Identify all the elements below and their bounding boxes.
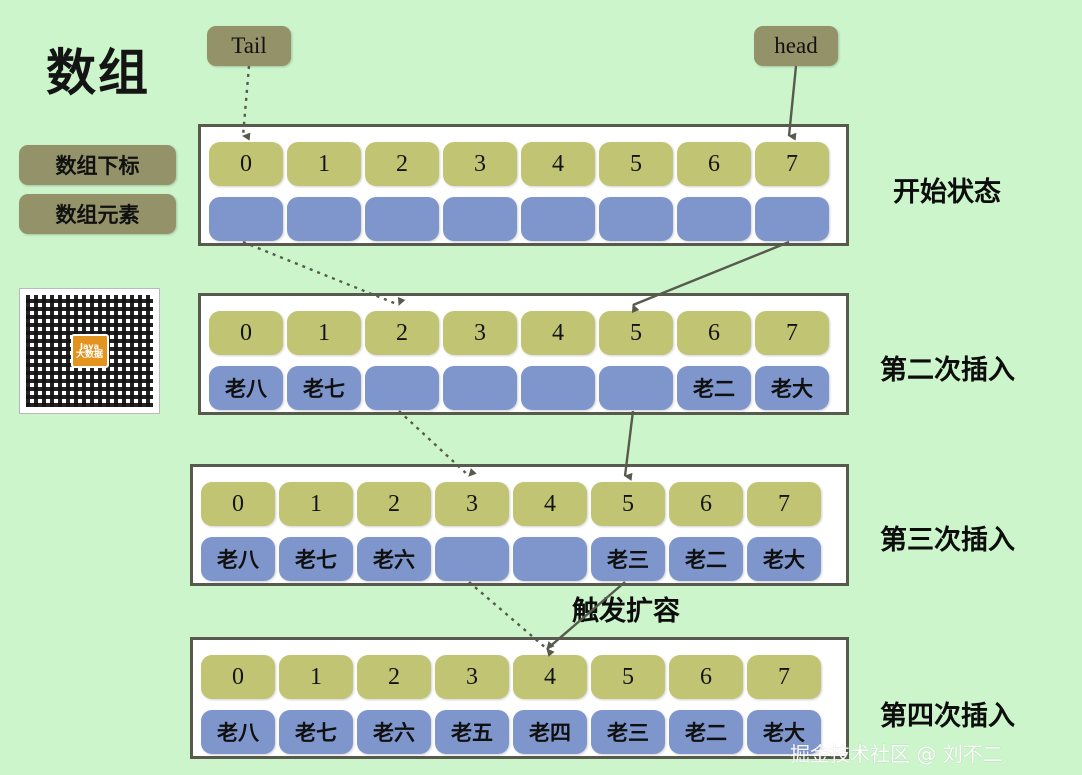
qr-logo-line2: 大数据: [75, 349, 103, 360]
index-cell: 5: [599, 311, 673, 355]
element-cell: 老四: [513, 710, 587, 754]
index-cell: 2: [357, 655, 431, 699]
element-cell: [599, 197, 673, 241]
index-cell: 0: [201, 655, 275, 699]
qr-code[interactable]: Java 大数据: [19, 288, 160, 414]
element-cell-row: 老八老七 老二老大: [209, 366, 829, 410]
index-cell: 1: [287, 142, 361, 186]
index-cell: 4: [513, 655, 587, 699]
element-cell: 老五: [435, 710, 509, 754]
element-cell: [443, 197, 517, 241]
index-cell: 1: [279, 655, 353, 699]
element-cell: 老七: [279, 710, 353, 754]
legend-array-element-label: 数组元素: [55, 203, 140, 227]
page-title: 数组: [46, 44, 150, 102]
index-cell: 0: [209, 142, 283, 186]
index-cell: 6: [677, 311, 751, 355]
index-cell: 1: [287, 311, 361, 355]
element-cell: 老二: [669, 537, 743, 581]
index-cell: 5: [591, 482, 665, 526]
tail-pointer-label: Tail: [231, 33, 267, 58]
index-cell: 1: [279, 482, 353, 526]
element-cell: [755, 197, 829, 241]
index-cell: 5: [599, 142, 673, 186]
index-cell: 4: [521, 311, 595, 355]
expand-trigger-note: 触发扩容: [572, 596, 680, 627]
element-cell: [287, 197, 361, 241]
element-cell: 老七: [279, 537, 353, 581]
element-cell: [599, 366, 673, 410]
element-cell-row: 老八老七老六 老三老二老大: [201, 537, 821, 581]
index-cell: 2: [357, 482, 431, 526]
stage-label: 第四次插入: [880, 701, 1015, 732]
stage-label: 第三次插入: [880, 525, 1015, 556]
qr-code-logo: Java 大数据: [70, 334, 109, 368]
element-cell: 老三: [591, 710, 665, 754]
element-cell: 老大: [755, 366, 829, 410]
index-cell: 4: [521, 142, 595, 186]
index-cell: 3: [443, 142, 517, 186]
element-cell: 老六: [357, 710, 431, 754]
index-cell: 2: [365, 311, 439, 355]
element-cell: [521, 197, 595, 241]
qr-code-pattern: Java 大数据: [26, 295, 153, 407]
head-pointer-label: head: [774, 33, 818, 58]
element-cell: 老二: [669, 710, 743, 754]
element-cell: [443, 366, 517, 410]
element-cell-row: [209, 197, 829, 241]
element-cell: 老八: [201, 710, 275, 754]
index-cell: 7: [747, 482, 821, 526]
index-cell: 6: [669, 482, 743, 526]
element-cell: 老大: [747, 710, 821, 754]
index-cell: 0: [209, 311, 283, 355]
index-cell: 7: [755, 142, 829, 186]
index-cell: 3: [435, 482, 509, 526]
element-cell: 老二: [677, 366, 751, 410]
index-cell: 7: [755, 311, 829, 355]
stage-label: 开始状态: [893, 177, 1001, 208]
head-pointer-pill: head: [754, 26, 838, 66]
tail-pointer-pill: Tail: [207, 26, 291, 66]
index-cell: 3: [443, 311, 517, 355]
element-cell: [521, 366, 595, 410]
element-cell: [677, 197, 751, 241]
element-cell: 老七: [287, 366, 361, 410]
element-cell: 老六: [357, 537, 431, 581]
element-cell: 老三: [591, 537, 665, 581]
element-cell-row: 老八老七老六老五老四老三老二老大: [201, 710, 821, 754]
element-cell: [209, 197, 283, 241]
element-cell: [435, 537, 509, 581]
index-cell: 5: [591, 655, 665, 699]
index-cell: 4: [513, 482, 587, 526]
index-cell: 6: [669, 655, 743, 699]
legend-array-index: 数组下标: [19, 145, 176, 185]
element-cell: [365, 197, 439, 241]
element-cell: 老八: [209, 366, 283, 410]
legend-array-element: 数组元素: [19, 194, 176, 234]
element-cell: 老大: [747, 537, 821, 581]
index-cell: 3: [435, 655, 509, 699]
index-cell: 6: [677, 142, 751, 186]
element-cell: 老八: [201, 537, 275, 581]
element-cell: [513, 537, 587, 581]
element-cell: [365, 366, 439, 410]
qr-logo-line1: Java: [80, 341, 99, 351]
index-cell: 7: [747, 655, 821, 699]
stage-label: 第二次插入: [880, 355, 1015, 386]
watermark: 掘金技术社区 @ 刘不二: [790, 742, 1003, 766]
index-cell: 0: [201, 482, 275, 526]
index-cell: 2: [365, 142, 439, 186]
legend-array-index-label: 数组下标: [55, 154, 140, 178]
